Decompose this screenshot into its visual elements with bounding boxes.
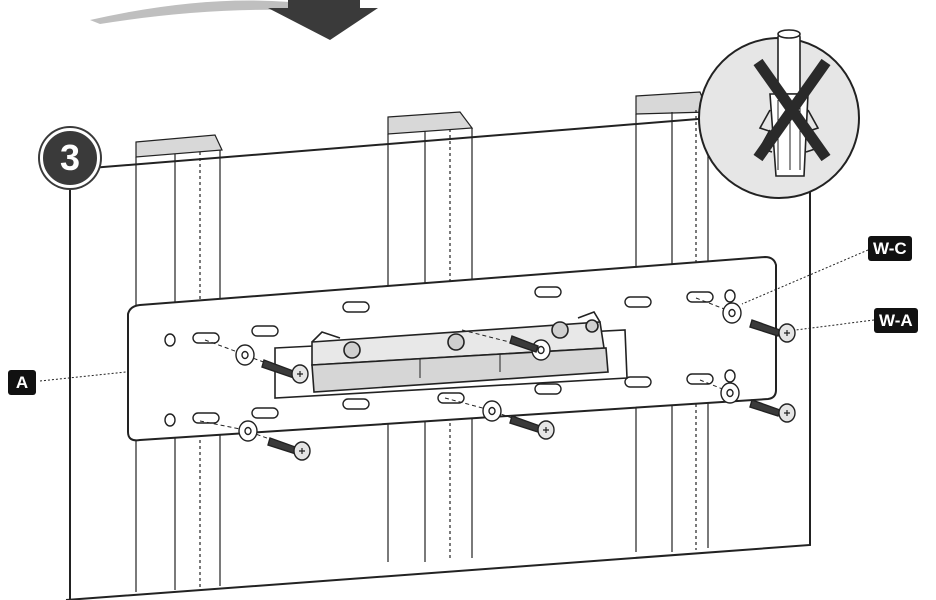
callout-leaders <box>39 249 875 382</box>
wall-anchor-prohibited-icon <box>698 29 860 199</box>
screw-2 <box>267 437 311 461</box>
lag-screws <box>261 319 796 461</box>
screw-4 <box>509 335 539 353</box>
screw-5 <box>749 319 796 343</box>
step-number-badge: 3 <box>40 128 100 188</box>
screw-3 <box>509 415 555 440</box>
callout-label-wa: W-A <box>874 308 918 333</box>
screw-1 <box>261 359 309 384</box>
down-arrow-icon <box>268 0 378 40</box>
plate-slots <box>164 286 736 427</box>
screw-6 <box>749 399 796 423</box>
callout-label-wc: W-C <box>868 236 912 261</box>
washers <box>235 302 742 442</box>
wall <box>65 108 811 600</box>
callout-label-a: A <box>8 370 36 395</box>
motion-swoosh <box>90 0 290 24</box>
